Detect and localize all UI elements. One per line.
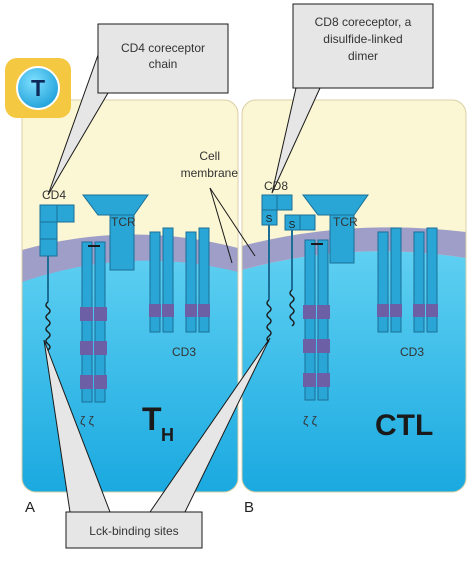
panel-b-letter: B	[244, 499, 254, 516]
cd8-tail-beta	[289, 289, 295, 327]
t-cell-badge: T	[5, 58, 71, 118]
cd3-b	[377, 227, 438, 333]
cd4-molecule	[39, 204, 75, 351]
zeta-label-b: ζ ζ	[303, 414, 318, 428]
panel-b-cell	[241, 99, 467, 493]
panel-a-letter: A	[25, 499, 35, 516]
lck-callout-text: Lck-binding sites	[89, 524, 178, 538]
cd8-callout-line-3: dimer	[348, 49, 378, 63]
badge-circle	[16, 66, 60, 110]
tcr-label-a: TCR	[111, 215, 136, 229]
cd8-callout-line-1: CD8 coreceptor, a	[315, 15, 412, 29]
cd4-callout-line-1: CD4 coreceptor	[121, 41, 205, 55]
cd4-callout: CD4 coreceptor chain	[97, 23, 229, 94]
tcr-label-b: TCR	[333, 215, 358, 229]
disulfide-s-2: S	[289, 220, 296, 231]
panel-b-border	[241, 99, 467, 493]
cd8-tail-alpha	[266, 299, 272, 343]
zeta-label-a: ζ ζ	[80, 414, 95, 428]
cd8-callout-line-2: disulfide-linked	[323, 32, 402, 46]
ctl-label: CTL	[375, 409, 433, 442]
cd3-label-b: CD3	[400, 345, 424, 359]
lck-callout: Lck-binding sites	[65, 511, 203, 549]
cd3-label-a: CD3	[172, 345, 196, 359]
th-label: T	[142, 401, 162, 437]
tcr-b	[302, 194, 369, 264]
membrane-label-line-2: membrane	[181, 166, 239, 180]
panel-a-border	[21, 99, 239, 493]
cd3-a	[149, 227, 210, 333]
cd8-callout: CD8 coreceptor, a disulfide-linked dimer	[292, 3, 434, 89]
th-subscript: H	[161, 425, 174, 445]
cd8-molecule: S S	[261, 194, 316, 343]
zeta-chains-a	[80, 241, 107, 403]
cd8-label: CD8	[264, 179, 288, 193]
zeta-chains-b	[303, 239, 330, 401]
cd4-tail	[45, 301, 51, 351]
tcr-a	[82, 194, 149, 271]
cd4-label: CD4	[42, 188, 66, 202]
membrane-label-line-1: Cell	[199, 149, 220, 163]
badge-letter: T	[31, 75, 45, 101]
cd4-callout-line-2: chain	[149, 57, 178, 71]
disulfide-s-1: S	[266, 214, 273, 225]
callout-leaders	[43, 54, 321, 513]
cytoplasm-b	[242, 251, 466, 492]
